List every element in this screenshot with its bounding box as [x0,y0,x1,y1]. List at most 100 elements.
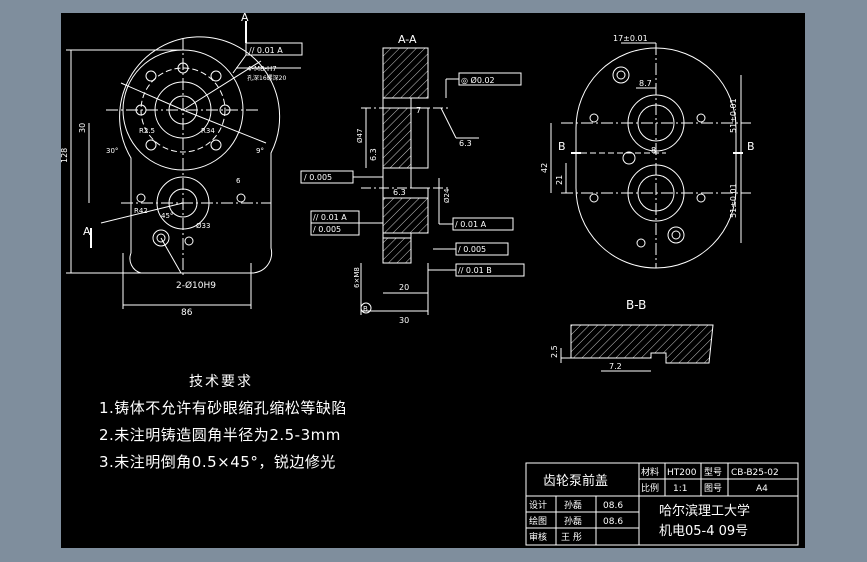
draft-date: 08.6 [603,517,623,527]
technical-notes: 技术要求 1.铸体不允许有砂眼缩孔缩松等缺陷 2.未注明铸造圆角半径为2.5-3… [99,371,347,472]
dim-30-mid-label: 30 [399,316,409,325]
bolt-hole [210,139,222,151]
pin-holes-label: 2-Ø10H9 [176,280,216,291]
datum-b-circle [360,302,372,314]
radius-2-5-label: R2.5 [139,127,155,135]
section-a-label-bottom: A [83,225,91,238]
drawing-canvas: A A // 0.01 A 4-M8-H7 孔深16螺深20 2-Ø10H9 8… [61,13,799,546]
angle-30-label: 30° [106,147,118,155]
checker-label: 审核 [529,531,547,543]
part-name: 齿轮泵前盖 [543,473,608,489]
rear-pin-hole [667,226,685,244]
bore-47-label: Ø47 [356,129,364,143]
dim-21-label: 21 [555,175,564,185]
rear-view-labels: 17±0.01 8.7 8 51±0.01 51±0.01 42 21 B B [540,34,755,218]
material-value: HT200 [667,468,697,478]
roughness-6-3-b: 6.3 [393,188,406,197]
dim-20-label: 20 [399,283,409,292]
rear-pin-hole-inner [671,230,681,240]
dim-8-label: 8 [651,146,656,155]
drawing-number-label: 图号 [704,483,722,494]
leader-line [100,202,184,224]
title-block-frame [525,462,799,546]
leader-line [182,60,262,111]
dim-51-bot-label: 51±0.01 [729,183,738,218]
design-date: 08.6 [603,501,623,511]
leader-line [182,109,267,144]
leader-line [440,107,457,139]
rear-pin-hole [612,66,630,84]
checker-name: 王 彤 [561,532,582,543]
radius-42-label: R42 [134,207,148,215]
rear-bolt-hole [589,193,599,203]
tolerance-frame [245,42,303,56]
section-bb-title: B-B [626,298,646,312]
rear-bolt-hole [696,193,706,203]
section-bb-labels: B-B 2.5 7.2 [550,298,646,371]
rear-view [550,42,751,269]
dim-2-5-label: 2.5 [550,345,559,358]
rear-view-outline [575,47,737,269]
leader-line [120,82,184,111]
parallel-tolerance: // 0.01 A [249,46,283,55]
roughness-6-3-a: 6.3 [459,139,472,148]
front-view [66,21,303,309]
section-b-label-right: B [747,140,755,153]
drawing-code: CB-B25-02 [731,468,779,478]
roughness-6-3-c: 6.3 [369,148,378,161]
school-name: 哈尔滨理工大学 [659,503,750,519]
perpendicularity-tolerance-a: / 0.01 A [455,220,487,229]
threaded-holes-label: 4-M8-H7 [247,65,277,73]
dim-128-label: 128 [61,148,69,163]
rear-bolt-hole [589,113,599,123]
drafter-label: 绘图 [529,515,547,527]
rear-bolt-hole [696,113,706,123]
parallel-tolerance-2: // 0.01 A [313,213,347,222]
concentricity-tolerance: ◎ Ø0.02 [461,75,495,85]
pin-hole-inner [156,233,166,243]
radius-34-label: R34 [201,127,215,135]
tolerance-frame [310,222,360,236]
section-bb-hatch [570,324,714,364]
bolt-hole [210,70,222,82]
section-b-label-left: B [558,140,566,153]
designer-label: 设计 [529,499,547,511]
dim-17-label: 17±0.01 [613,34,648,43]
leader-line [160,237,182,274]
dim-51-top-label: 51±0.01 [729,98,738,133]
title-block-text: 齿轮泵前盖 材料 HT200 比例 1:1 型号 图号 CB-B25-02 A4… [529,466,779,543]
title-block [525,462,799,546]
notes-heading: 技术要求 [189,374,253,390]
radius-6-label: 6 [236,177,241,185]
designer-name: 孙磊 [564,499,582,511]
scale-label: 比例 [641,482,659,494]
parallel-tolerance-b: // 0.01 B [458,266,492,275]
thread-m8-label: 6×M8 [353,267,361,288]
section-hatch-mid [382,107,412,169]
rear-pin-hole-inner [616,70,626,80]
rear-center-hole [622,151,636,165]
datum-b-letter: B [363,305,368,313]
section-aa-labels: A-A ◎ Ø0.02 / 0.005 // 0.01 A / 0.005 / … [304,33,495,325]
drawing-sheet: A A // 0.01 A 4-M8-H7 孔深16螺深20 2-Ø10H9 8… [61,13,805,548]
class-label: 机电05-4 09号 [659,524,748,539]
diameter-label: Ø33 [196,222,210,230]
section-hatch-low [382,197,429,234]
angle-45-label: 45° [161,212,173,220]
bore-24-label: Ø24 [443,188,451,203]
section-bb-view [560,324,714,372]
dim-30-label: 30 [78,123,87,133]
front-view-labels: A A // 0.01 A 4-M8-H7 孔深16螺深20 2-Ø10H9 8… [61,13,286,318]
rear-bolt-hole [636,238,646,248]
section-aa-title: A-A [398,33,417,46]
model-label: 型号 [704,467,722,478]
note-item-1: 1.铸体不允许有砂眼缩孔缩松等缺陷 [99,399,347,417]
section-aa-view [300,47,525,315]
perpendicularity-tolerance-3: / 0.005 [458,245,486,254]
sheet-size: A4 [756,484,768,494]
angle-9-label: 9° [256,147,264,155]
pin-hole [136,193,146,203]
material-label: 材料 [641,466,659,478]
leader-line [232,54,247,74]
dim-8-7-label: 8.7 [639,79,652,88]
